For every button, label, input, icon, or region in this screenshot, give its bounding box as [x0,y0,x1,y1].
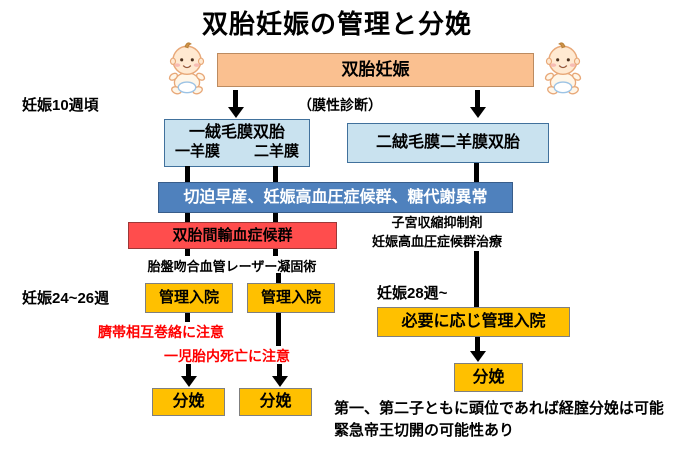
label-week10: 妊娠10週頃 [22,97,99,114]
node-delivery-2: 分娩 [239,388,312,416]
note-delivery-mode: 第一、第二子ともに頭位であれば経腟分娩は可能 緊急帝王切開の可能性あり [334,398,674,442]
node-monoamniotic-label: 一羊膜 [175,143,221,160]
node-admission-as-needed: 必要に応じ管理入院 [377,307,570,337]
flow-arrow-down-icon [469,90,486,118]
flow-arrow-down-icon [227,90,244,118]
note-delivery-line1: 第一、第二子ともに頭位であれば経腟分娩は可能 [334,400,664,417]
label-membrane-diagnosis: （膜性診断） [298,97,382,113]
node-delivery-1: 分娩 [152,388,225,416]
node-monochorionic: 一絨毛膜双胎 一羊膜 二羊膜 [164,119,310,167]
connector-line [273,213,278,222]
flow-arrow-down-icon [469,337,486,362]
node-admission-1: 管理入院 [145,283,233,313]
connector-line [185,249,190,256]
connector-line [276,273,281,283]
baby-icon [168,42,206,95]
label-week28: 妊娠28週~ [377,285,448,302]
note-delivery-line2: 緊急帝王切開の可能性あり [334,422,515,439]
note-uterine-line2: 妊娠高血圧症候群治療 [371,234,502,249]
warning-cord-entanglement: 臍帯相互巻絡に注意 [96,322,226,342]
connector-line [474,163,479,182]
flow-arrow-down-icon [180,364,197,387]
node-delivery-3: 分娩 [454,363,523,392]
flow-arrow-down-icon [271,364,288,387]
connector-line [185,213,190,222]
node-dichorionic-diamniotic: 二絨毛膜二羊膜双胎 [347,123,549,163]
baby-icon [544,42,582,95]
note-uterine-line1: 子宮収縮抑制剤 [391,215,483,230]
node-diamniotic-label: 二羊膜 [253,143,299,160]
node-ttts: 双胎間輸血症候群 [128,222,337,249]
connector-line [273,249,278,256]
connector-line [474,251,479,308]
note-laser-coagulation: 胎盤吻合血管レーザー凝固術 [147,259,317,274]
label-week24-26: 妊娠24~26週 [22,290,110,307]
node-admission-2: 管理入院 [247,283,335,313]
node-monochorionic-title: 一絨毛膜双胎 [188,124,285,141]
connector-line [276,313,281,349]
connector-line [185,166,190,182]
page-title: 双胎妊娠の管理と分娩 [201,9,472,39]
node-complications: 切迫早産、妊娠高血圧症候群、糖代謝異常 [158,182,513,213]
note-uterine-treatment: 子宮収縮抑制剤 妊娠高血圧症候群治療 [352,213,522,251]
node-twin-pregnancy: 双胎妊娠 [217,53,534,87]
connector-line [185,313,190,322]
connector-line [273,166,278,182]
warning-fetal-death: 一児胎内死亡に注意 [162,346,292,366]
